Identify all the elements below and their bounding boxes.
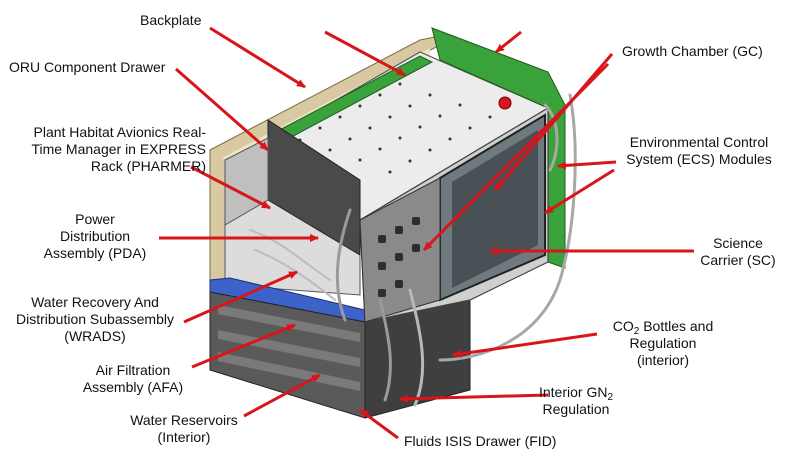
arrow-backplate-2 bbox=[324, 30, 406, 77]
arrow-pharmer bbox=[190, 165, 271, 210]
fluids-drawer bbox=[209, 291, 471, 419]
arrow-gn2 bbox=[399, 393, 549, 403]
arrow-co2 bbox=[452, 332, 598, 358]
connectors bbox=[378, 217, 420, 297]
arrow-afa bbox=[191, 323, 296, 369]
label-water-reservoirs: Water Reservoirs (Interior) bbox=[130, 412, 238, 445]
label-fid: Fluids ISIS Drawer (FID) bbox=[404, 433, 557, 449]
green-backplate bbox=[431, 27, 566, 269]
arrow-ecs-2 bbox=[544, 168, 615, 215]
label-pda: Power Distribution Assembly (PDA) bbox=[43, 211, 147, 261]
label-backplate: Backplate bbox=[140, 12, 202, 28]
arrow-ecs-1 bbox=[557, 160, 617, 170]
arrow-fid bbox=[359, 408, 399, 440]
label-growth-chamber: Growth Chamber (GC) bbox=[622, 43, 763, 59]
arrow-reservoirs bbox=[243, 373, 321, 418]
arrow-oru bbox=[175, 67, 269, 152]
connector-panel bbox=[359, 177, 441, 323]
label-gn2: Interior GN2 Regulation bbox=[538, 384, 614, 417]
label-afa: Air Filtration Assembly (AFA) bbox=[82, 362, 184, 395]
label-pharmer: Plant Habitat Avionics Real- Time Manage… bbox=[31, 124, 206, 174]
arrow-backplate-1 bbox=[209, 26, 306, 89]
arrow-backplate-3 bbox=[495, 30, 522, 54]
arrow-wrads bbox=[183, 270, 298, 324]
label-science-carrier: Science Carrier (SC) bbox=[700, 235, 776, 268]
label-oru-drawer: ORU Component Drawer bbox=[9, 59, 166, 75]
red-fitting bbox=[498, 96, 512, 110]
label-wrads: Water Recovery And Distribution Subassem… bbox=[16, 294, 174, 344]
label-co2: CO2 Bottles and Regulation (interior) bbox=[612, 318, 714, 368]
arrow-gc-2 bbox=[422, 62, 610, 252]
arrow-gc-1 bbox=[493, 53, 614, 191]
label-ecs: Environmental Control System (ECS) Modul… bbox=[626, 134, 772, 167]
pointer-arrows bbox=[159, 26, 694, 440]
